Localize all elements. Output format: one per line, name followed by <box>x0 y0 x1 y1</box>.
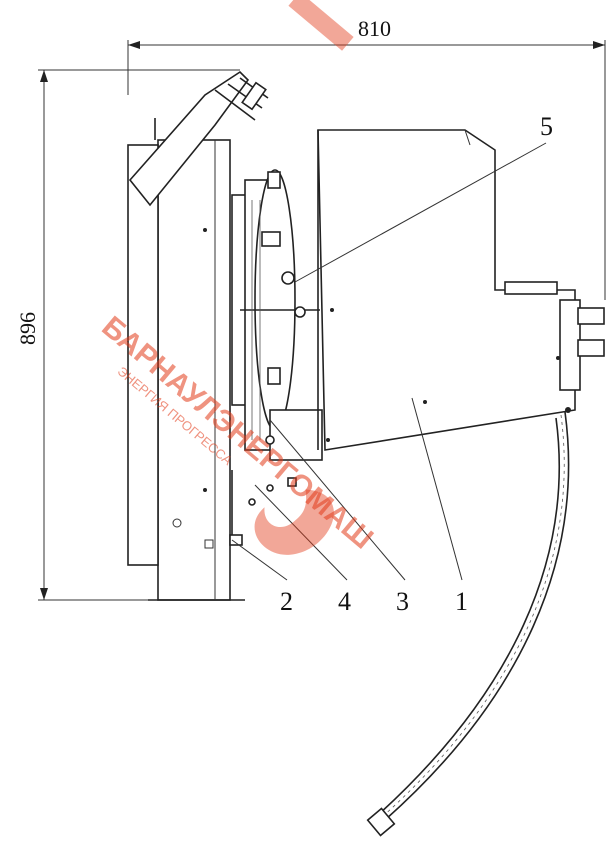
callout-4: 4 <box>338 587 351 616</box>
flexible-hose <box>366 411 570 837</box>
burner-flange <box>231 169 323 461</box>
watermark-top <box>288 0 354 51</box>
callout-5: 5 <box>540 112 553 141</box>
height-dimension: 896 <box>15 69 240 601</box>
width-dimension: 810 <box>127 16 606 300</box>
flame-logo-icon <box>254 489 334 555</box>
height-dimension-label: 896 <box>15 312 40 345</box>
callout-3: 3 <box>396 587 409 616</box>
callout-2: 2 <box>280 587 293 616</box>
top-pipe <box>128 70 269 207</box>
boiler-body <box>127 118 245 601</box>
width-dimension-label: 810 <box>358 16 391 41</box>
blower-housing <box>317 129 605 451</box>
leader-lines <box>231 142 547 581</box>
callout-1: 1 <box>455 587 468 616</box>
lower-fittings <box>229 470 297 546</box>
